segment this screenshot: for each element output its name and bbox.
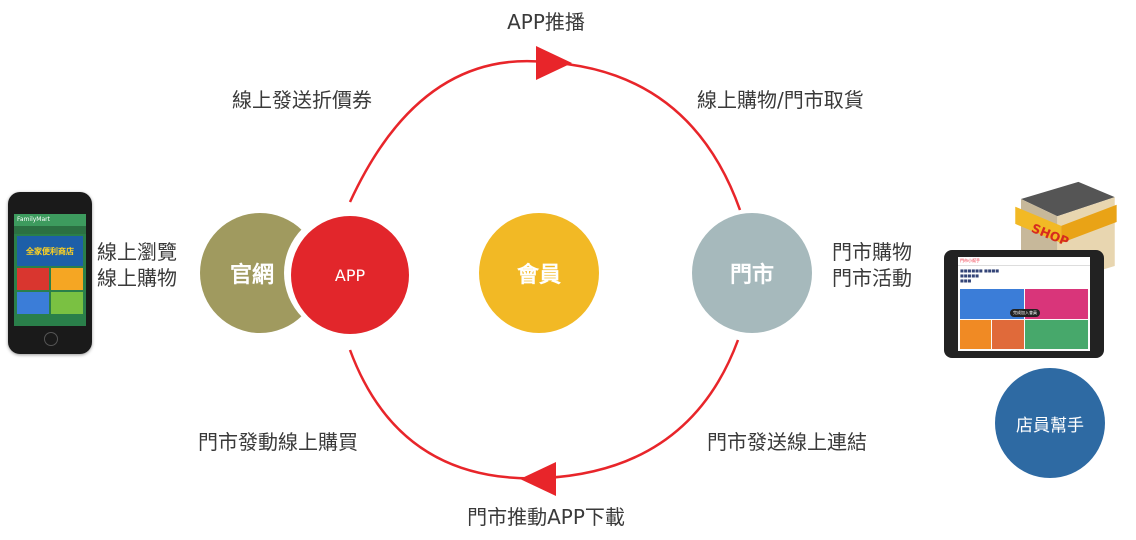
tablet-grid [960, 289, 1088, 349]
phone-tiles [17, 268, 83, 314]
phone-banner: 全家便利商店 [17, 236, 83, 266]
node-app: APP [291, 216, 409, 334]
smartphone-image: FamilyMart 全家便利商店 [8, 192, 92, 354]
bottom-arc [348, 339, 740, 480]
node-staff-helper: 店員幫手 [995, 368, 1105, 478]
tablet-pill-button: 完成加入會員 [1010, 309, 1040, 317]
node-app-label: APP [334, 265, 366, 285]
label-online-browse: 線上瀏覽 [97, 240, 177, 264]
node-member-label: 會員 [516, 263, 561, 288]
node-official-site-label: 官網 [230, 263, 275, 288]
label-online-shopping-pickup: 線上購物/門市取貨 [697, 88, 864, 112]
phone-tabs [14, 226, 86, 234]
phone-home-button [44, 332, 58, 346]
node-staff-helper-label: 店員幫手 [1016, 415, 1084, 436]
phone-header: FamilyMart [14, 214, 86, 226]
top-arrowhead [536, 46, 572, 80]
label-store-online-purchase: 門市發動線上購買 [198, 430, 358, 454]
tablet-title: 門市小幫手 [958, 257, 1090, 266]
label-online-buy: 線上購物 [97, 266, 177, 290]
node-store: 門市 [692, 213, 812, 333]
tablet-info: ■■■■■■ ■■■■■■■■■■■■ [958, 266, 1090, 290]
node-store-label: 門市 [729, 263, 774, 288]
top-arc [348, 59, 742, 211]
tablet-screen: 門市小幫手 ■■■■■■ ■■■■■■■■■■■■ 完成加入會員 [958, 257, 1090, 351]
label-online-coupon: 線上發送折價券 [232, 88, 372, 112]
tablet-image: 門市小幫手 ■■■■■■ ■■■■■■■■■■■■ 完成加入會員 [944, 250, 1104, 358]
label-store-app-download: 門市推動APP下載 [467, 505, 625, 529]
shop-building-image: SHOP [1015, 181, 1117, 284]
label-store-shopping: 門市購物 [832, 240, 912, 264]
label-app-push: APP推播 [507, 10, 585, 34]
label-store-events: 門市活動 [832, 266, 912, 290]
label-store-online-link: 門市發送線上連結 [707, 430, 867, 454]
phone-screen: FamilyMart 全家便利商店 [14, 214, 86, 326]
node-member: 會員 [479, 213, 599, 333]
bottom-arrowhead [520, 462, 556, 496]
